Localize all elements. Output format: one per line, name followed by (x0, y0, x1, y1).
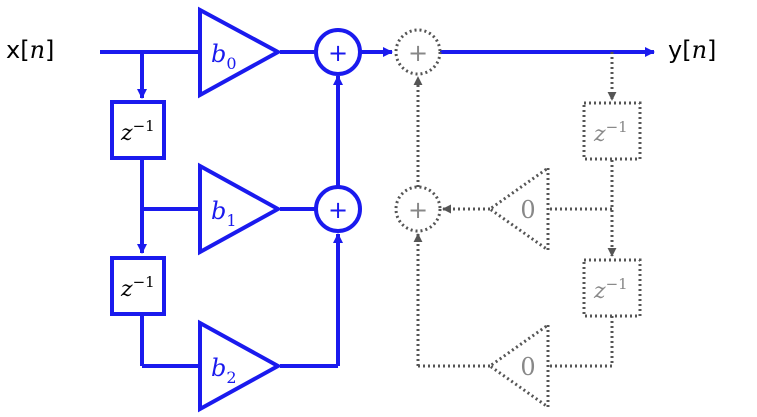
ff-delay-2-exponent: −1 (133, 273, 155, 291)
ff-delay-1-exponent: −1 (133, 117, 155, 135)
fb-delay-2-exponent: −1 (606, 275, 628, 293)
output-index: n (692, 36, 707, 64)
fb-gain-2-value: 0 (520, 353, 535, 381)
ff-delay-box-1 (110, 100, 166, 160)
ff-adder-0 (314, 28, 362, 76)
coef-b0-subscript: 0 (226, 54, 236, 73)
fb-adder-1-symbol: + (408, 196, 428, 224)
ff-delay-2-symbol: z (120, 277, 133, 302)
fb-adder-0 (394, 28, 442, 76)
fb-delay-box-1 (582, 101, 642, 161)
ff-delay-2-label: z−1 (120, 273, 155, 302)
fb-gain-1-value: 0 (520, 196, 535, 224)
fb-delay-1-label: z−1 (593, 118, 628, 147)
feedback-labels: + + 0 0 z−1 z−1 (408, 39, 628, 381)
output-signal-name: y (668, 36, 682, 64)
output-label: y[n] (668, 36, 716, 64)
fb-delay-2-symbol: z (593, 279, 606, 304)
output-close-bracket: ] (707, 36, 716, 64)
fb-gain-triangle-1 (487, 165, 550, 253)
ff-delay-1-label: z−1 (120, 117, 155, 146)
output-open-bracket: [ (682, 36, 691, 64)
feedback-section (394, 28, 642, 410)
coef-b1-subscript: 1 (226, 211, 236, 230)
input-label: x[n] (6, 36, 54, 64)
coef-b0-symbol: b (211, 40, 226, 68)
fb-delay-2-label: z−1 (593, 275, 628, 304)
ff-adder-0-symbol: + (328, 39, 348, 67)
coef-b2-subscript: 2 (226, 368, 236, 387)
ff-adder-1-symbol: + (328, 196, 348, 224)
ff-adder-1 (314, 185, 362, 233)
fb-delay-1-symbol: z (593, 122, 606, 147)
fb-adder-0-symbol: + (408, 39, 428, 67)
feedforward-section (100, 6, 655, 413)
coef-b1-symbol: b (211, 197, 226, 225)
fb-adder-1 (394, 185, 442, 233)
feedforward-labels: b0 b1 b2 + + (211, 39, 348, 387)
input-open-bracket: [ (20, 36, 29, 64)
fb-delay-box-2 (582, 258, 642, 318)
coef-b0: b0 (211, 40, 237, 73)
coef-b2: b2 (211, 354, 237, 387)
input-index: n (30, 36, 45, 64)
input-close-bracket: ] (45, 36, 54, 64)
ff-delay-box-2 (110, 256, 166, 316)
coef-b1: b1 (211, 197, 237, 230)
ff-delay-1-symbol: z (120, 121, 133, 146)
coef-b2-symbol: b (211, 354, 226, 382)
fb-gain-triangle-2 (487, 322, 550, 410)
gain-triangle-b1 (198, 162, 283, 256)
input-signal-name: x (6, 36, 20, 64)
ff-delay-labels: z−1 z−1 (120, 117, 155, 302)
fb-delay-1-exponent: −1 (606, 118, 628, 136)
gain-triangle-b0 (198, 6, 283, 99)
gain-triangle-b2 (198, 319, 283, 413)
